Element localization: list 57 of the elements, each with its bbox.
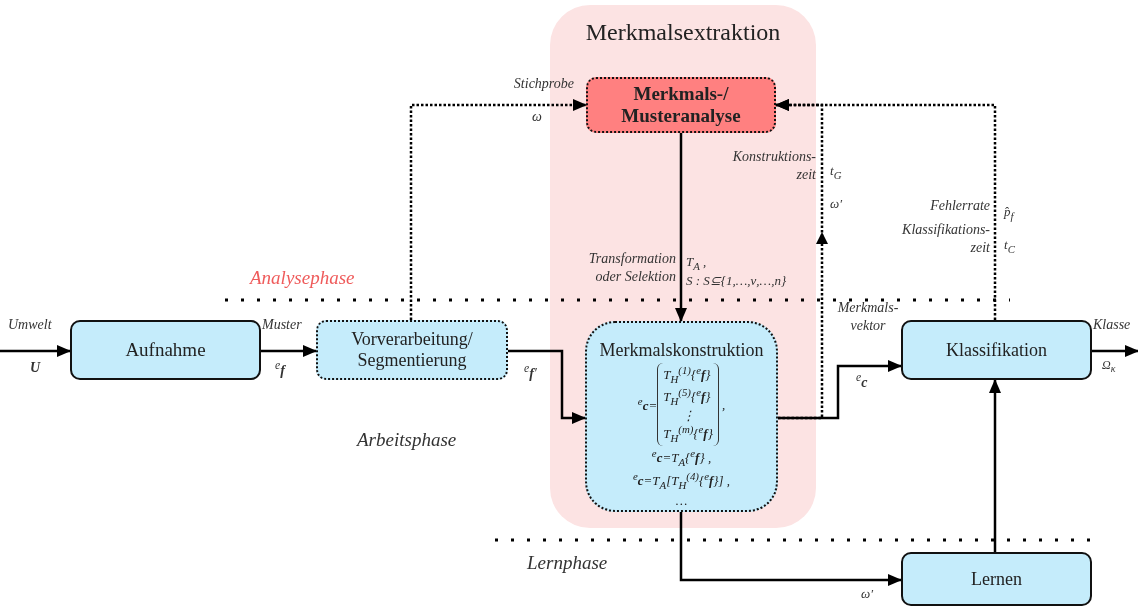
annotation-text: ω: [532, 108, 542, 126]
annotation-text: $^{e}$c: [856, 371, 868, 392]
annotation-text: Ω$_{κ}$: [1102, 358, 1116, 376]
arrow: [409, 99, 587, 320]
formula: T$_{H}$$^{(m)}${$^{e}$f}: [663, 423, 713, 446]
arrow: [0, 345, 71, 357]
formula: T$_{H}$$^{(5)}${$^{e}$f}: [663, 385, 711, 408]
formula: $^{e}$c=T$_{A}$[T$_{H}$$^{(4)}${$^{e}$f}] ,: [632, 470, 731, 492]
formula: $^{e}$c=T$_{A}${$^{e}$f} ,: [651, 447, 712, 469]
annotation-text: Klassifikations- zeit: [901, 221, 990, 256]
annotation-text: p̂$_{f}$: [1004, 204, 1014, 224]
formula: ,: [721, 396, 726, 413]
annotation-text: t$_{G}$: [830, 163, 842, 183]
box-title: Merkmalskonstruktion: [599, 341, 764, 361]
edge-label: Fehlerrate: [929, 197, 990, 215]
annotation-text: Analysephase: [250, 266, 355, 290]
arrow: [778, 360, 902, 420]
formula: $^{e}$c=: [637, 395, 658, 414]
edge-label: Konstruktions- zeit: [731, 148, 816, 183]
edge-label: Merkmals- vektor: [836, 299, 900, 334]
annotation-text: U: [30, 359, 41, 377]
edge-label: Muster: [262, 316, 303, 334]
analysis-box: [586, 77, 776, 133]
arrow: [775, 99, 997, 320]
annotation-text: Arbeitsphase: [357, 428, 457, 452]
process-box: [901, 552, 1092, 606]
box-title: Merkmals-/ Musteranalyse: [620, 83, 742, 127]
annotation-text: Lernphase: [527, 551, 608, 575]
box-title: Klassifikation: [946, 339, 1047, 361]
edge-label: Klasse: [1093, 316, 1132, 334]
formula: …: [675, 492, 688, 509]
formula: T$_{H}$$^{(1)}${$^{e}$f}: [663, 363, 711, 386]
construction-box: [585, 321, 778, 512]
process-box: [70, 320, 261, 380]
annotation-text: $^{e}$f′: [524, 362, 537, 383]
edge-label: Umwelt: [8, 316, 53, 334]
formula: ⋮: [681, 407, 695, 424]
box-title: Aufnahme: [125, 339, 206, 361]
arrow: [679, 512, 902, 586]
edge-label: Transformation oder Selektion: [587, 250, 676, 285]
box-title: Vorverarbeitung/ Segmentierung: [350, 329, 474, 371]
edge-label: Stichprobe: [512, 75, 574, 93]
box-title: Lernen: [971, 568, 1022, 590]
arrow: [989, 379, 1001, 552]
annotation-text: t$_{C}$: [1004, 237, 1015, 257]
arrow: [508, 349, 586, 424]
arrow: [261, 345, 317, 357]
box-title: Merkmalsextraktion: [585, 19, 781, 47]
annotation-text: ω′: [830, 196, 843, 213]
annotation-text: $^{e}$f: [275, 359, 285, 380]
annotation-text: ω′: [861, 586, 874, 603]
arrow: [675, 133, 687, 322]
process-box: [316, 320, 508, 380]
annotation-text: S : S⊆{1,…,ν,…,n}: [686, 273, 787, 290]
arrow: [1092, 345, 1138, 357]
process-box: [901, 320, 1092, 380]
annotation-text: T$_{A}$ ,: [686, 254, 707, 274]
